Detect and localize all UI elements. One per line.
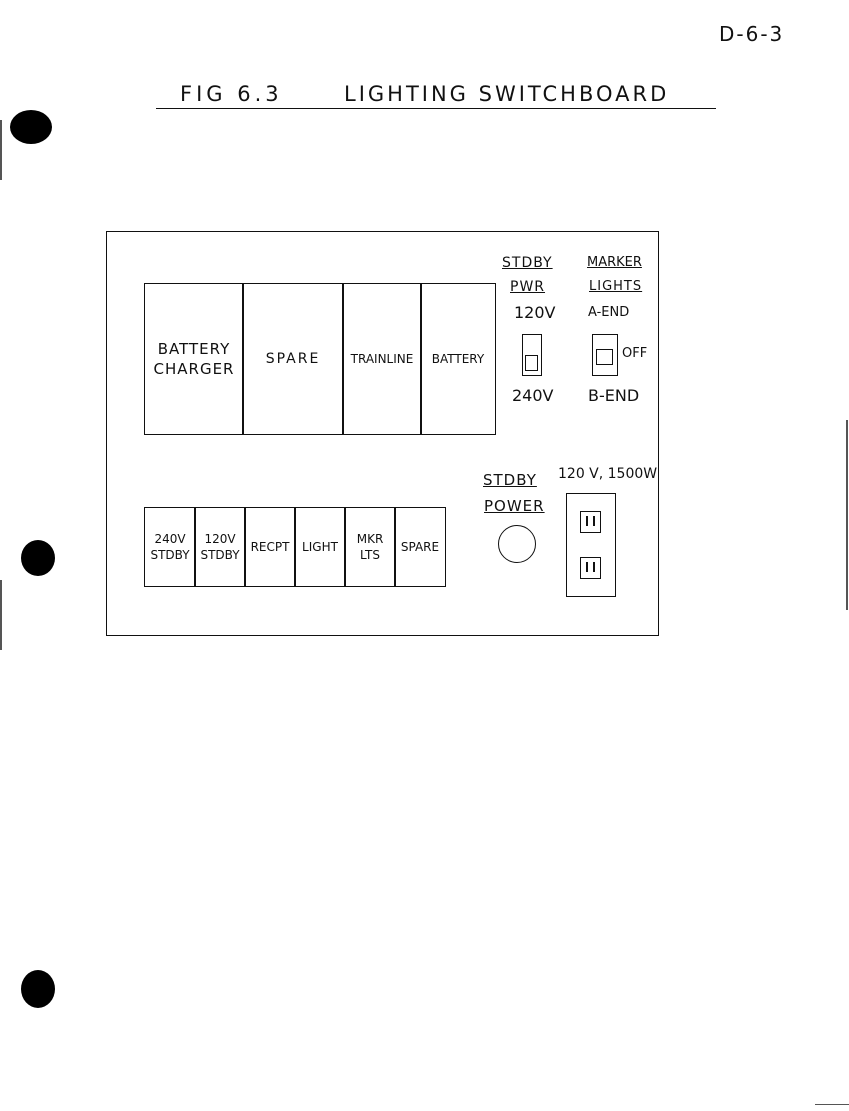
breaker-spare-upper[interactable]: SPARE [242, 283, 344, 435]
breaker-label: SPARE [265, 350, 321, 367]
marker-lights-heading: LIGHTS [589, 279, 643, 294]
breaker-label: BATTERY [431, 351, 485, 366]
breaker-label: LIGHT [302, 539, 338, 554]
lower-breaker-row: 240V STDBY 120V STDBY RECPT LIGHT MKR LT… [144, 507, 446, 587]
scan-edge-bottom [815, 1104, 849, 1105]
receptacle-rating: 120 V, 1500W [558, 466, 658, 482]
breaker-label: BATTERY [157, 339, 231, 358]
receptacle-outlet [566, 493, 616, 597]
standby-selector-heading: PWR [510, 279, 546, 295]
standby-selector-group: STDBY PWR 120V 240V [498, 254, 568, 414]
breaker-label: LTS [360, 548, 380, 562]
breaker-label: STDBY [150, 548, 190, 562]
binder-hole-middle [21, 540, 55, 576]
breaker-label: RECPT [250, 539, 290, 554]
breaker-label: STDBY [200, 548, 240, 562]
breaker-label: 240V [154, 531, 186, 546]
breaker-marker-lights[interactable]: MKR LTS [344, 507, 396, 587]
standby-selector-toggle [525, 355, 538, 371]
standby-power-label: POWER [484, 497, 545, 515]
figure-title: FIG 6.3 LIGHTING SWITCHBOARD [156, 82, 716, 109]
standby-selector-position-top: 120V [514, 303, 556, 322]
breaker-label: 120V [204, 531, 236, 546]
scan-edge-left-top [0, 120, 2, 180]
marker-lights-heading: MARKER [587, 255, 642, 270]
marker-lights-position-top: A-END [588, 305, 630, 320]
standby-selector-heading: STDBY [502, 255, 553, 271]
socket-prong [586, 516, 588, 526]
breaker-240v-standby[interactable]: 240V STDBY [144, 507, 196, 587]
standby-power-indicator-lamp [498, 525, 536, 563]
binder-hole-top [10, 110, 52, 144]
standby-power-group: STDBY POWER [478, 470, 558, 570]
marker-lights-toggle [596, 349, 613, 365]
breaker-battery[interactable]: BATTERY [420, 283, 496, 435]
page-number: D-6-3 [719, 22, 785, 46]
marker-lights-switch[interactable] [592, 334, 618, 376]
binder-hole-bottom [21, 970, 55, 1008]
breaker-label: SPARE [400, 539, 440, 554]
switchboard-panel [106, 231, 659, 636]
socket-prong [593, 562, 595, 572]
outlet-socket-top[interactable] [580, 511, 601, 533]
upper-breaker-row: BATTERY CHARGER SPARE TRAINLINE BATTERY [144, 283, 496, 435]
socket-prong [593, 516, 595, 526]
breaker-receptacle[interactable]: RECPT [244, 507, 296, 587]
marker-lights-position-bottom: B-END [588, 386, 640, 405]
breaker-trainline[interactable]: TRAINLINE [342, 283, 422, 435]
standby-selector-switch[interactable] [522, 334, 542, 376]
marker-lights-position-off: OFF [622, 346, 648, 361]
breaker-label: TRAINLINE [350, 351, 414, 366]
breaker-battery-charger[interactable]: BATTERY CHARGER [144, 283, 244, 435]
breaker-label: CHARGER [153, 360, 235, 378]
scan-edge-left-mid [0, 580, 2, 650]
breaker-120v-standby[interactable]: 120V STDBY [194, 507, 246, 587]
figure-label: FIG 6.3 [180, 82, 283, 106]
figure-name: LIGHTING SWITCHBOARD [344, 82, 670, 106]
outlet-socket-bottom[interactable] [580, 557, 601, 579]
breaker-light[interactable]: LIGHT [294, 507, 346, 587]
socket-prong [586, 562, 588, 572]
breaker-label: MKR [356, 531, 384, 546]
standby-selector-position-bottom: 240V [512, 386, 554, 405]
standby-power-label: STDBY [483, 471, 537, 489]
scan-edge-right [846, 420, 848, 610]
marker-lights-group: MARKER LIGHTS A-END OFF B-END [584, 254, 659, 414]
breaker-spare-lower[interactable]: SPARE [394, 507, 446, 587]
